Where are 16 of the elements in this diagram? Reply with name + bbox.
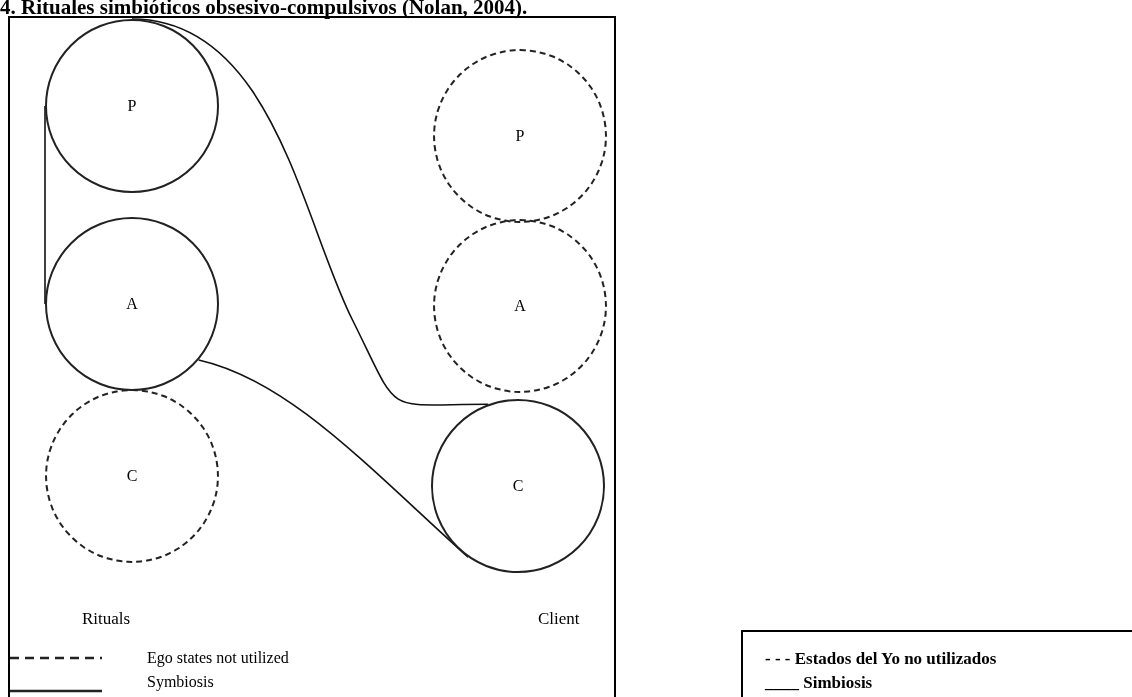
ego-state-letter: C	[126, 466, 138, 486]
ego-state-letter: C	[512, 476, 524, 496]
ego-state-letter: P	[127, 96, 137, 116]
legend-text: - - - Estados del Yo no utilizados	[765, 648, 997, 670]
symbiosis-line	[131, 18, 490, 406]
legend-text: Ego states not utilized	[147, 648, 289, 669]
figure-title: 4. Rituales simbióticos obsesivo-compulsivos (Nolan, 2004).	[0, 0, 528, 21]
ego-state-letter: P	[515, 126, 525, 146]
legend-text: ____ Simbiosis	[765, 672, 873, 694]
ego-state-letter: A	[514, 296, 526, 316]
symbiosis-line	[197, 359, 469, 559]
ego-state-letter: A	[126, 294, 138, 314]
column-label: Rituals	[82, 608, 131, 630]
symbiosis-line	[44, 105, 46, 305]
legend-text: Symbiosis	[147, 672, 214, 693]
column-label: Client	[538, 608, 580, 630]
